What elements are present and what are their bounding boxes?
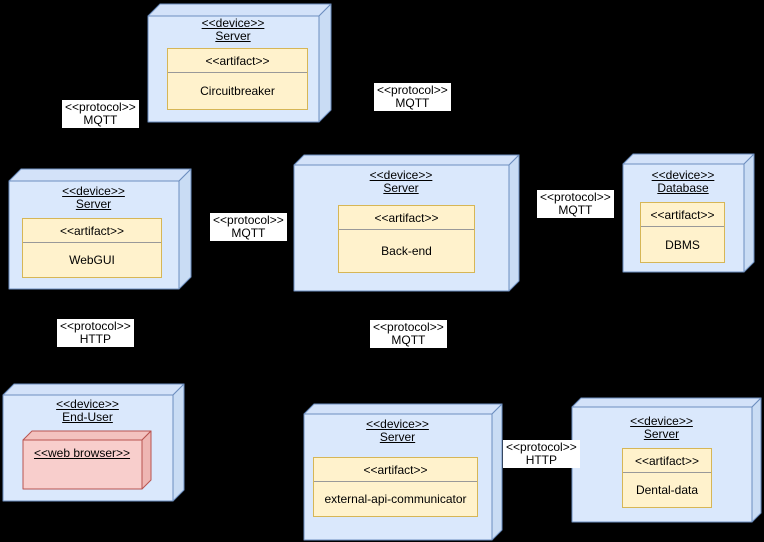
device-name: Server — [215, 29, 251, 43]
device-name: Database — [657, 181, 709, 195]
device-name: End-User — [62, 410, 113, 424]
artifact-webgui[interactable]: <<artifact>> WebGUI — [22, 218, 162, 278]
protocol-name: MQTT — [231, 226, 266, 240]
device-name: Server — [383, 181, 419, 195]
protocol-label-mqtt-backend-external[interactable]: <<protocol>> MQTT — [370, 320, 447, 348]
device-name: Server — [643, 427, 680, 441]
protocol-name: MQTT — [395, 96, 430, 110]
protocol-name: MQTT — [83, 113, 118, 127]
protocol-stereotype: <<protocol>> — [65, 100, 136, 114]
protocol-stereotype: <<protocol>> — [60, 319, 131, 333]
device-stereotype: <<device>> — [201, 16, 265, 30]
artifact-external-api-communicator[interactable]: <<artifact>> external-api-communicator — [313, 457, 478, 517]
artifact-name: Back-end — [381, 244, 432, 258]
artifact-dental-data[interactable]: <<artifact>> Dental-data — [622, 448, 712, 508]
artifact-name: Dental-data — [635, 483, 699, 497]
artifact-name: external-api-communicator — [324, 492, 467, 506]
protocol-label-mqtt-backend-database[interactable]: <<protocol>> MQTT — [537, 190, 614, 218]
device-stereotype: <<device>> — [62, 184, 125, 198]
artifact-name: Circuitbreaker — [200, 84, 275, 98]
protocol-stereotype: <<protocol>> — [506, 440, 577, 454]
artifact-stereotype: <<artifact>> — [339, 206, 474, 230]
device-node-server-dental-data[interactable]: <<device>> Server <<artifact>> Dental-da… — [571, 397, 762, 523]
artifact-dbms[interactable]: <<artifact>> DBMS — [640, 202, 725, 263]
device-node-server-circuitbreaker[interactable]: <<device>> Server <<artifact>> Circuitbr… — [147, 3, 332, 123]
device-stereotype: <<device>> — [630, 414, 693, 428]
web-browser-node[interactable]: <<web browser>> — [22, 430, 152, 490]
protocol-label-mqtt-top-right[interactable]: <<protocol>> MQTT — [374, 83, 451, 111]
artifact-stereotype: <<artifact>> — [23, 219, 161, 243]
protocol-name: MQTT — [558, 203, 593, 217]
protocol-label-http-webgui-enduser[interactable]: <<protocol>> HTTP — [57, 319, 134, 347]
protocol-stereotype: <<protocol>> — [540, 190, 611, 204]
artifact-stereotype: <<artifact>> — [641, 203, 724, 227]
artifact-stereotype: <<artifact>> — [623, 449, 711, 473]
device-node-end-user[interactable]: <<device>> End-User <<web browser>> — [2, 383, 185, 502]
artifact-stereotype: <<artifact>> — [168, 49, 307, 73]
protocol-label-mqtt-top-left[interactable]: <<protocol>> MQTT — [62, 100, 139, 128]
protocol-stereotype: <<protocol>> — [373, 320, 444, 334]
device-node-server-webgui[interactable]: <<device>> Server <<artifact>> WebGUI — [8, 168, 192, 290]
device-node-server-external-api[interactable]: <<device>> Server <<artifact>> external-… — [303, 403, 503, 541]
web-browser-label: <<web browser>> — [33, 446, 131, 460]
device-node-database[interactable]: <<device>> Database <<artifact>> DBMS — [622, 153, 755, 273]
protocol-label-http-external-dental[interactable]: <<protocol>> HTTP — [503, 440, 580, 468]
artifact-stereotype: <<artifact>> — [314, 458, 477, 482]
device-stereotype: <<device>> — [369, 168, 433, 182]
artifact-circuitbreaker[interactable]: <<artifact>> Circuitbreaker — [167, 48, 308, 110]
device-stereotype: <<device>> — [56, 397, 119, 411]
device-node-server-backend[interactable]: <<device>> Server <<artifact>> Back-end — [293, 154, 520, 292]
device-name: Server — [379, 430, 416, 444]
device-name: Server — [75, 197, 112, 211]
protocol-stereotype: <<protocol>> — [213, 213, 284, 227]
protocol-name: HTTP — [79, 332, 112, 346]
node-3d-box — [22, 430, 152, 490]
protocol-stereotype: <<protocol>> — [377, 83, 448, 97]
protocol-name: HTTP — [525, 453, 558, 467]
artifact-backend[interactable]: <<artifact>> Back-end — [338, 205, 475, 273]
artifact-name: WebGUI — [69, 253, 115, 267]
protocol-name: MQTT — [391, 333, 426, 347]
artifact-name: DBMS — [665, 237, 700, 252]
device-stereotype: <<device>> — [366, 417, 429, 431]
protocol-label-mqtt-webgui-backend[interactable]: <<protocol>> MQTT — [210, 213, 287, 241]
device-stereotype: <<device>> — [651, 168, 715, 182]
